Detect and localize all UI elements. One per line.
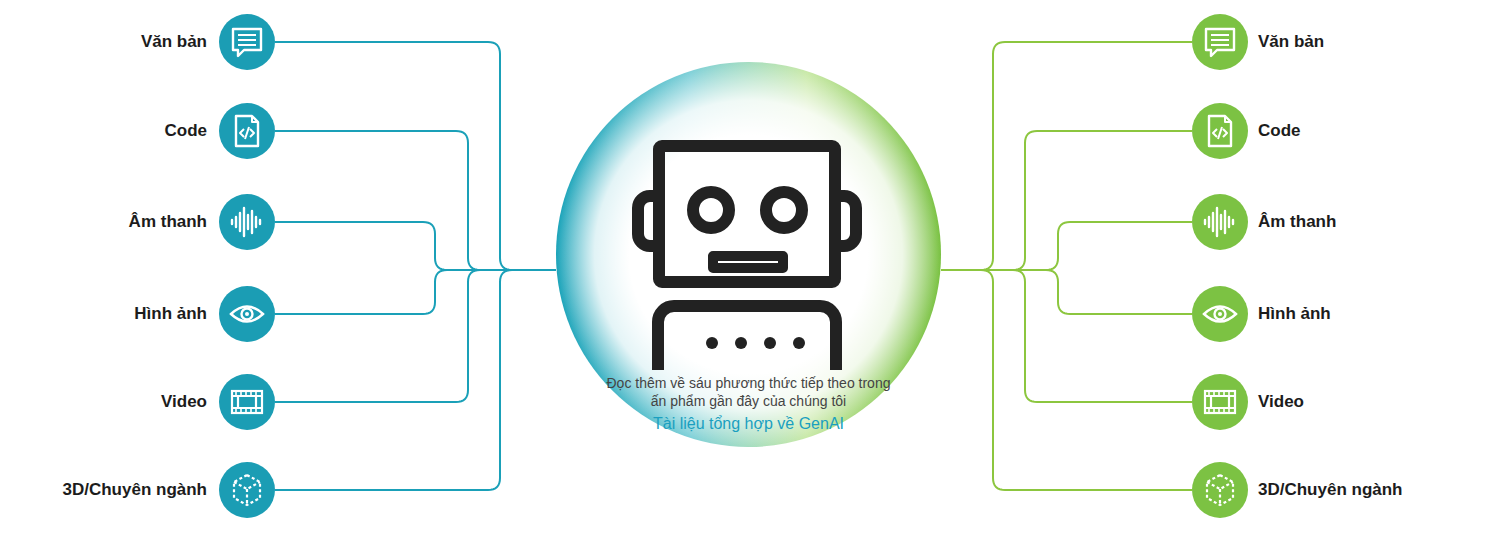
modality-glyphs-left: [231, 29, 263, 505]
modality-label: Code: [1258, 121, 1301, 141]
connector-line: [275, 42, 556, 270]
modality-icon: Âm thanh: [1192, 194, 1248, 250]
connector-line: [941, 270, 1192, 402]
caption-text: Đọc thêm về sáu phương thức tiếp theo tr…: [604, 374, 894, 410]
modality-label: Hình ảnh: [1258, 304, 1331, 324]
connector-line: [275, 270, 556, 402]
connector-line: [941, 222, 1192, 270]
genai-hub: Đọc thêm về sáu phương thức tiếp theo tr…: [556, 62, 941, 447]
modality-icon: Code: [219, 103, 275, 159]
modality-label: Âm thanh: [1258, 212, 1336, 232]
modality-label: Văn bản: [141, 32, 207, 52]
hub-caption-block: Đọc thêm về sáu phương thức tiếp theo tr…: [604, 374, 894, 434]
modality-icon: Âm thanh: [219, 194, 275, 250]
modality-icon: Văn bản: [219, 14, 275, 70]
modality-icon: 3D/Chuyên ngành: [1192, 462, 1248, 518]
modality-icon: Code: [1192, 103, 1248, 159]
connector-line: [275, 222, 556, 270]
modality-label: Hình ảnh: [134, 304, 207, 324]
modality-label: Video: [161, 392, 207, 412]
modality-icon: Văn bản: [1192, 14, 1248, 70]
modality-label: 3D/Chuyên ngành: [1258, 480, 1403, 500]
modality-label: Code: [165, 121, 208, 141]
modality-glyphs-right: [1204, 29, 1236, 505]
modality-label: Âm thanh: [129, 212, 207, 232]
publication-link: Tài liệu tổng hợp về GenAI: [604, 414, 894, 434]
modality-icon: Video: [1192, 374, 1248, 430]
modality-label: Văn bản: [1258, 32, 1324, 52]
modality-icon: Hình ảnh: [219, 286, 275, 342]
modality-icon: Video: [219, 374, 275, 430]
connector-line: [941, 131, 1192, 270]
connector-line: [941, 270, 1192, 314]
modality-icon: Hình ảnh: [1192, 286, 1248, 342]
modality-icon: 3D/Chuyên ngành: [219, 462, 275, 518]
connector-line: [275, 270, 556, 314]
robot-illustration: [638, 146, 856, 370]
modality-label: Video: [1258, 392, 1304, 412]
connector-line: [275, 270, 556, 490]
connector-line: [941, 42, 1192, 270]
modality-label: 3D/Chuyên ngành: [62, 480, 207, 500]
connector-line: [941, 270, 1192, 490]
connector-line: [275, 131, 556, 270]
